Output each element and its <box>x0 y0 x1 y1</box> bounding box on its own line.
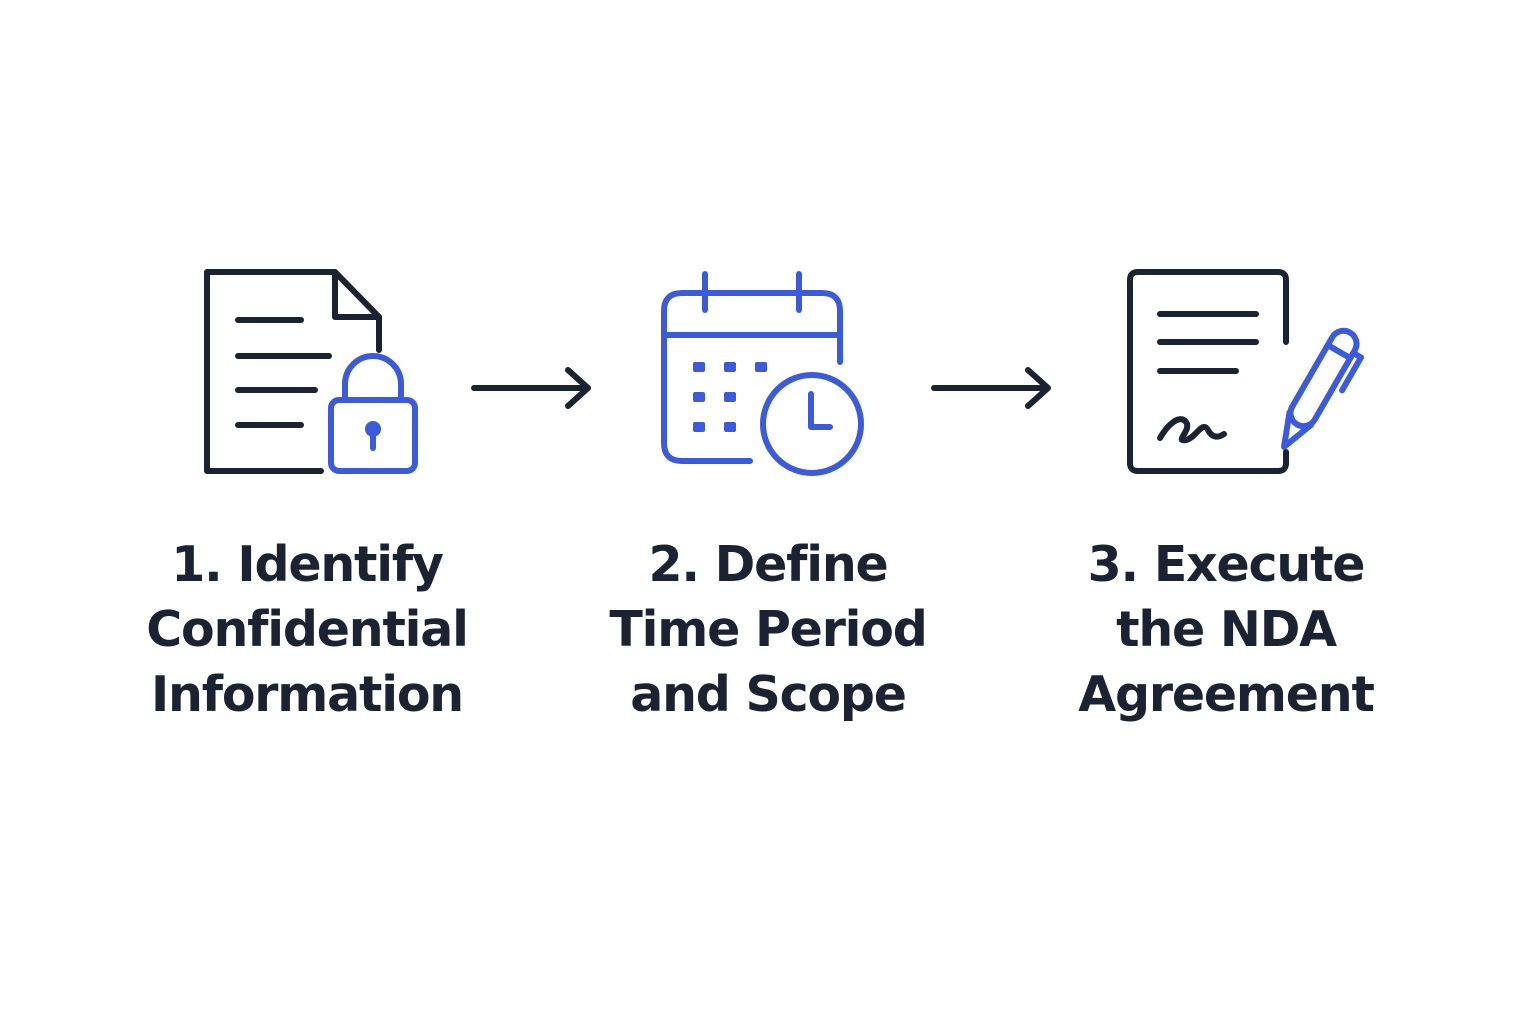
step-2-line-3: and Scope <box>630 666 907 723</box>
arrow-right-icon <box>931 367 1051 409</box>
calendar-clock-icon <box>661 271 864 476</box>
step-2-label: 2. Define Time Period and Scope <box>578 532 958 727</box>
step-3-line-2: the NDA <box>1116 601 1337 658</box>
step-3-line-1: 3. Execute <box>1087 536 1366 593</box>
step-1-line-2: Confidential <box>146 601 469 658</box>
step-1-line-3: Information <box>151 666 464 723</box>
step-2-line-2: Time Period <box>609 601 927 658</box>
arrow-right-icon <box>471 367 591 409</box>
step-3-label: 3. Execute the NDA Agreement <box>1036 532 1416 727</box>
step-1-label: 1. Identify Confidential Information <box>117 532 497 727</box>
document-lock-icon <box>204 269 418 474</box>
document-signature-pen-icon <box>1127 269 1365 474</box>
step-2-line-1: 2. Define <box>648 536 888 593</box>
step-3-line-3: Agreement <box>1078 666 1375 723</box>
step-1-line-1: 1. Identify <box>171 536 444 593</box>
